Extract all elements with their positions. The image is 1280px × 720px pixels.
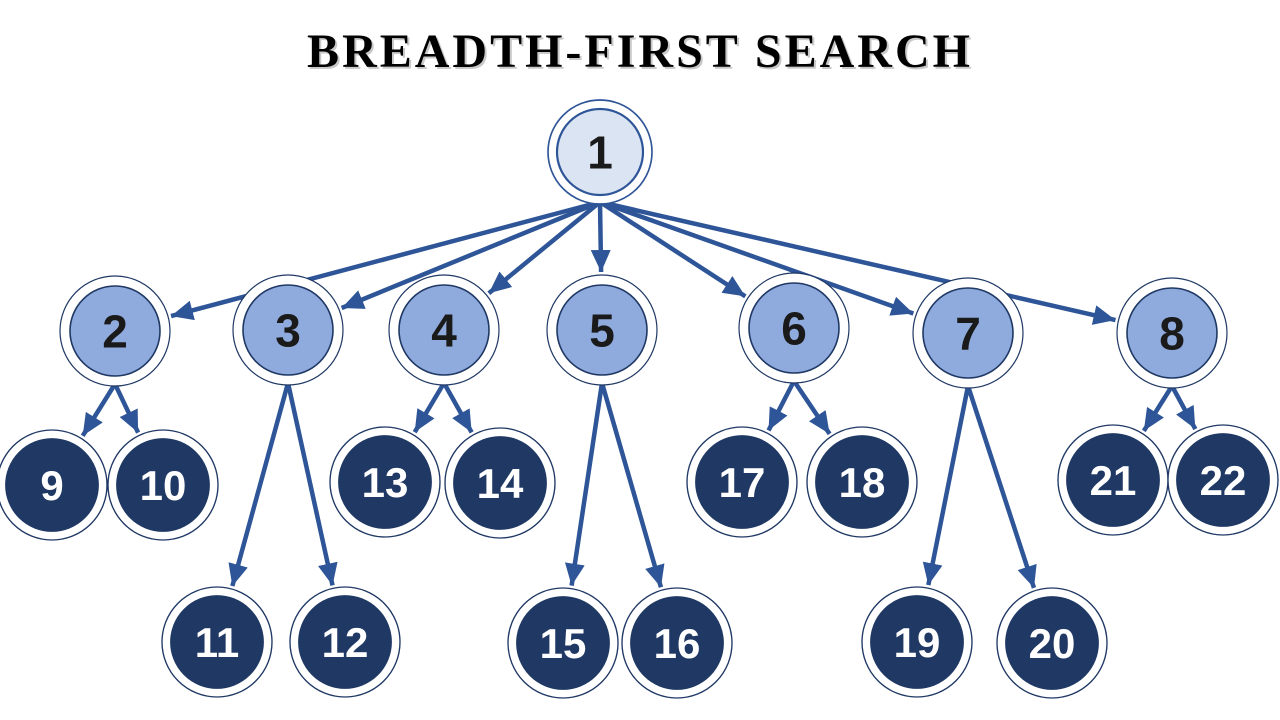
slide-title: BREADTH-FIRST SEARCH bbox=[307, 25, 973, 78]
node-circle-20 bbox=[1005, 596, 1099, 690]
tree-node-19: 19 bbox=[861, 586, 973, 698]
node-circle-8 bbox=[1126, 287, 1218, 379]
node-circle-16 bbox=[630, 596, 724, 690]
node-label-5: 5 bbox=[589, 305, 615, 357]
edge-4-13 bbox=[412, 381, 446, 434]
tree-node-7: 7 bbox=[912, 277, 1024, 389]
edge-4-14 bbox=[442, 381, 474, 434]
tree-node-22: 22 bbox=[1167, 424, 1279, 536]
tree-node-13: 13 bbox=[329, 426, 441, 538]
tree-node-4: 4 bbox=[388, 274, 500, 386]
node-label-21: 21 bbox=[1090, 457, 1137, 504]
node-circle-17 bbox=[695, 435, 789, 529]
node-label-1: 1 bbox=[587, 127, 613, 179]
edge-1-3 bbox=[340, 199, 601, 311]
node-label-12: 12 bbox=[322, 619, 369, 666]
edge-8-21 bbox=[1141, 384, 1174, 433]
edge-5-15 bbox=[564, 382, 605, 586]
edge-1-6 bbox=[598, 200, 747, 299]
edge-1-8 bbox=[599, 199, 1116, 325]
node-label-13: 13 bbox=[362, 459, 409, 506]
node-circle-18 bbox=[815, 435, 909, 529]
node-circle-3 bbox=[242, 284, 334, 376]
edge-1-5 bbox=[590, 201, 611, 273]
edge-3-12 bbox=[285, 382, 338, 586]
node-circle-12 bbox=[298, 595, 392, 689]
node-circle-7 bbox=[922, 287, 1014, 379]
node-label-9: 9 bbox=[40, 462, 63, 509]
tree-node-12: 12 bbox=[289, 586, 401, 698]
tree-node-18: 18 bbox=[806, 426, 918, 538]
edge-6-17 bbox=[766, 379, 797, 432]
node-label-19: 19 bbox=[894, 619, 941, 666]
edge-3-11 bbox=[228, 382, 291, 587]
node-label-16: 16 bbox=[654, 620, 701, 667]
node-label-11: 11 bbox=[195, 619, 239, 666]
tree-node-17: 17 bbox=[686, 426, 798, 538]
edge-8-22 bbox=[1170, 384, 1198, 431]
node-circle-2 bbox=[69, 285, 161, 377]
tree-node-2: 2 bbox=[59, 275, 171, 387]
tree-node-14: 14 bbox=[444, 427, 556, 539]
node-label-4: 4 bbox=[431, 305, 457, 357]
edge-5-16 bbox=[599, 382, 665, 588]
node-circle-15 bbox=[516, 596, 610, 690]
node-label-14: 14 bbox=[477, 460, 524, 507]
node-circle-10 bbox=[116, 438, 210, 532]
node-label-10: 10 bbox=[140, 462, 187, 509]
edge-1-2 bbox=[170, 199, 601, 321]
tree-node-9: 9 bbox=[0, 429, 108, 541]
tree-node-20: 20 bbox=[996, 587, 1108, 699]
node-circle-21 bbox=[1066, 433, 1160, 527]
node-label-8: 8 bbox=[1159, 308, 1185, 360]
node-circle-13 bbox=[338, 435, 432, 529]
node-circle-14 bbox=[453, 436, 547, 530]
tree-node-11: 11 bbox=[161, 586, 273, 698]
edge-1-4 bbox=[487, 200, 602, 295]
node-label-6: 6 bbox=[781, 303, 807, 355]
tree-node-5: 5 bbox=[546, 274, 658, 386]
edge-7-19 bbox=[922, 385, 971, 586]
node-label-20: 20 bbox=[1029, 620, 1076, 667]
node-label-17: 17 bbox=[719, 459, 766, 506]
tree-node-3: 3 bbox=[232, 274, 344, 386]
node-circle-11 bbox=[170, 595, 264, 689]
node-label-2: 2 bbox=[102, 306, 128, 358]
tree-node-1: 1 bbox=[547, 99, 653, 205]
node-circle-9 bbox=[5, 438, 99, 532]
edge-2-10 bbox=[112, 383, 141, 434]
node-circle-19 bbox=[870, 595, 964, 689]
tree-node-6: 6 bbox=[738, 272, 850, 384]
node-label-3: 3 bbox=[275, 305, 301, 357]
node-circle-4 bbox=[398, 284, 490, 376]
tree-node-16: 16 bbox=[621, 587, 733, 699]
tree-node-8: 8 bbox=[1116, 277, 1228, 389]
tree-node-15: 15 bbox=[507, 587, 619, 699]
node-label-18: 18 bbox=[839, 459, 886, 506]
edge-layer bbox=[80, 199, 1198, 589]
tree-node-10: 10 bbox=[107, 429, 219, 541]
edge-2-9 bbox=[80, 382, 117, 437]
edge-1-7 bbox=[599, 199, 915, 316]
node-circle-5 bbox=[556, 284, 648, 376]
edge-6-18 bbox=[792, 379, 832, 436]
node-label-15: 15 bbox=[540, 620, 587, 667]
node-circle-1 bbox=[555, 107, 645, 197]
node-circle-6 bbox=[748, 282, 840, 374]
tree-node-21: 21 bbox=[1057, 424, 1169, 536]
node-circle-22 bbox=[1176, 433, 1270, 527]
edge-7-20 bbox=[965, 385, 1037, 589]
node-label-7: 7 bbox=[955, 308, 981, 360]
node-label-22: 22 bbox=[1200, 457, 1247, 504]
